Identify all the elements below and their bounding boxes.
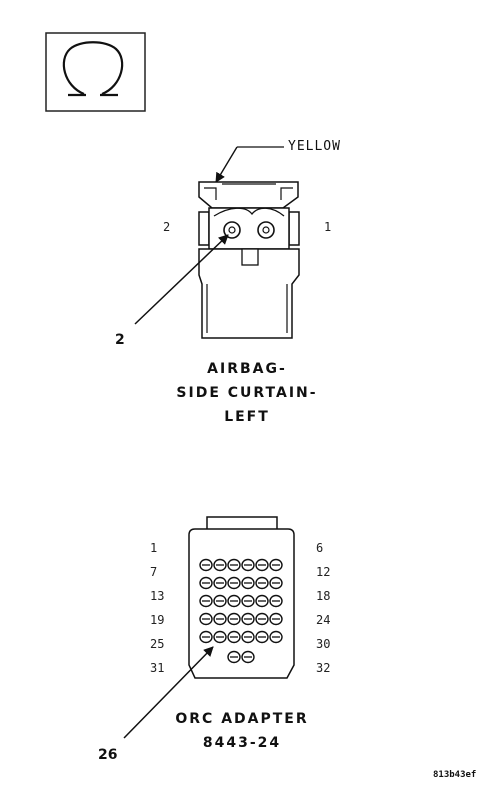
wire-color-leader <box>215 146 284 183</box>
pin-cavity <box>227 612 241 626</box>
pin-cavity <box>227 594 241 608</box>
pin-cavity <box>199 558 213 572</box>
pin-cavity <box>213 630 227 644</box>
callout-label-pin: 26 <box>98 747 118 763</box>
connector-caption-line-1: AIRBAG- <box>207 361 287 377</box>
pin-row-label-right: 12 <box>316 565 331 579</box>
pin-row-label-right: 30 <box>316 637 331 651</box>
pin-cavity <box>241 630 255 644</box>
pin-row-label-right: 18 <box>316 589 331 603</box>
pin-cavity <box>199 630 213 644</box>
pin-cavity <box>241 650 255 664</box>
pin-cavity <box>255 594 269 608</box>
callout-arrow-26 <box>123 646 214 739</box>
pin-cavity <box>213 612 227 626</box>
pin-cavity <box>213 594 227 608</box>
pin-label-left: 2 <box>163 220 171 234</box>
orc-adapter-connector <box>123 516 295 739</box>
pin-cavity <box>255 612 269 626</box>
pin-cavity <box>199 594 213 608</box>
adapter-caption-line-1: ORC ADAPTER <box>175 711 309 727</box>
figure-id: 813b43ef <box>433 770 477 780</box>
ohmmeter-box <box>45 32 146 112</box>
pin-row-label-left: 1 <box>150 541 158 555</box>
pin-cavity <box>241 612 255 626</box>
pin-row-label-right: 32 <box>316 661 331 675</box>
pin-cavity <box>255 576 269 590</box>
pin-cavity <box>269 576 283 590</box>
pin-cavity <box>241 558 255 572</box>
pin-row-label-left: 13 <box>150 589 165 603</box>
callout-arrow-2 <box>134 234 229 325</box>
pin-label-right: 1 <box>324 220 332 234</box>
terminal-2 <box>223 221 241 239</box>
connector-caption-line-3: LEFT <box>224 409 270 425</box>
pin-cavity <box>227 650 241 664</box>
pin-cavity <box>213 576 227 590</box>
pin-cavity <box>227 576 241 590</box>
ohm-symbol-icon <box>62 41 124 97</box>
connector-caption-line-2: SIDE CURTAIN- <box>176 385 318 401</box>
callout-label-terminal: 2 <box>115 332 125 348</box>
pin-cavity <box>269 612 283 626</box>
pin-cavity <box>255 558 269 572</box>
pin-row-label-left: 25 <box>150 637 165 651</box>
pin-cavity <box>213 558 227 572</box>
pin-row-label-left: 7 <box>150 565 158 579</box>
pin-cavity <box>241 594 255 608</box>
pin-row-label-right: 6 <box>316 541 324 555</box>
pin-row-label-left: 19 <box>150 613 165 627</box>
pin-cavity <box>269 594 283 608</box>
pin-cavity <box>199 612 213 626</box>
pin-row-label-right: 24 <box>316 613 331 627</box>
pin-cavity <box>241 576 255 590</box>
airbag-side-curtain-connector <box>134 146 300 339</box>
terminal-1 <box>257 221 275 239</box>
wire-color-label: YELLOW <box>288 139 341 154</box>
pin-cavity <box>269 558 283 572</box>
pin-cavity <box>227 630 241 644</box>
pin-cavity <box>269 630 283 644</box>
pin-row-label-left: 31 <box>150 661 165 675</box>
orc-pin-grid <box>199 558 283 664</box>
adapter-caption-line-2: 8443-24 <box>202 735 282 751</box>
pin-cavity <box>255 630 269 644</box>
pin-cavity <box>227 558 241 572</box>
pin-cavity <box>199 576 213 590</box>
